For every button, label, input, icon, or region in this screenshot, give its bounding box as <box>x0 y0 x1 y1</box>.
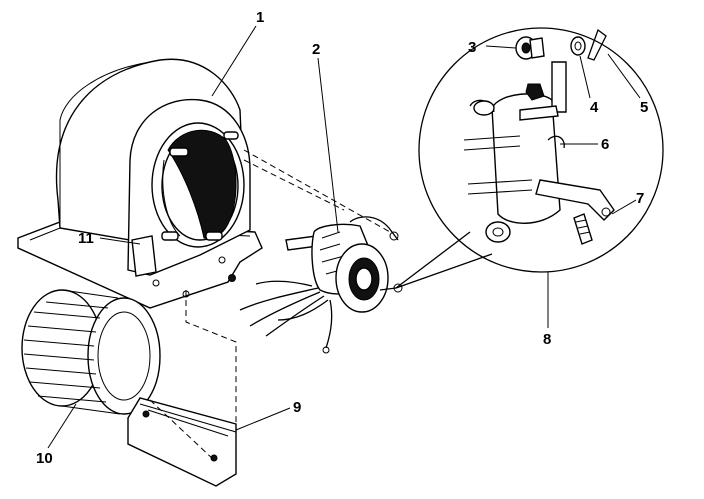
assembly-lines <box>149 149 391 466</box>
callout-2: 2 <box>312 41 320 58</box>
callout-8: 8 <box>543 331 551 348</box>
callout-1: 1 <box>256 9 264 26</box>
callout-10: 10 <box>36 450 53 467</box>
callout-3: 3 <box>468 39 476 56</box>
callout-7: 7 <box>636 190 644 207</box>
leader-lines <box>47 25 641 449</box>
callout-11: 11 <box>78 230 94 247</box>
callout-4: 4 <box>590 99 599 116</box>
callout-5: 5 <box>640 99 648 116</box>
callout-6: 6 <box>601 136 609 153</box>
detail-view <box>395 27 664 289</box>
blower-wheel <box>21 289 161 415</box>
blower-housing <box>17 58 263 309</box>
blower-motor <box>239 216 403 354</box>
cutoff-plate <box>127 397 237 487</box>
callout-9: 9 <box>293 399 301 416</box>
